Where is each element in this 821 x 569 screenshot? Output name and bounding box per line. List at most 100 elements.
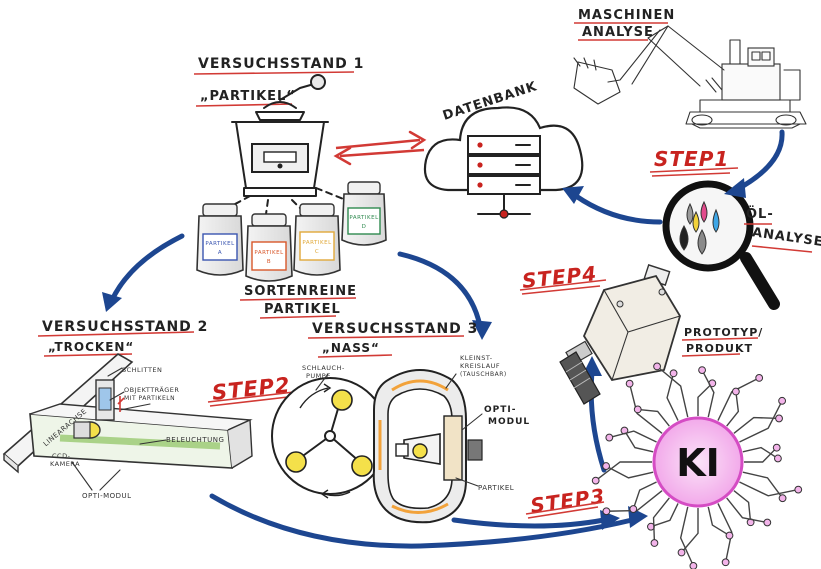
ki-connection — [609, 430, 657, 443]
jars-group — [196, 181, 387, 282]
ki-connection — [707, 506, 730, 537]
arrow-to-versuchsstand3 — [397, 251, 483, 329]
grinder-illustration — [231, 74, 329, 197]
jar-d-label: PARTIKEL D — [349, 215, 379, 230]
ccd-label: CCD- — [52, 452, 71, 460]
ki-endpoint — [605, 433, 614, 442]
dry-setup-illustration — [2, 353, 253, 491]
arrow-v3-to-ki — [451, 517, 607, 529]
kreislauf-label: KREISLAUF — [460, 362, 500, 370]
jar-b — [245, 213, 293, 282]
ki-connection — [742, 471, 784, 499]
database-cloud — [423, 106, 584, 219]
prototyp-label: PROTOTYP/ — [684, 326, 763, 339]
opti-label: OPTI- — [484, 405, 516, 415]
ki-connection — [726, 497, 768, 524]
ki-endpoint — [794, 485, 803, 494]
analyse-label: ANALYSE — [582, 25, 654, 40]
arrow-bottom-to-ki — [209, 493, 635, 549]
ki-endpoint — [725, 531, 734, 540]
ki-endpoint — [763, 518, 772, 527]
jar-label-part: D — [362, 224, 367, 230]
ki-connection — [680, 508, 699, 553]
kleinstkreislauf-label: KLEINST- — [460, 354, 493, 362]
ki-endpoint — [775, 414, 783, 423]
prototype-device — [559, 264, 681, 405]
ki-connection — [733, 490, 752, 523]
schlitten-label: SCHLITTEN — [122, 366, 162, 374]
ki-connection — [726, 391, 740, 427]
objekttraeger-label-2: MIT PARTIKELN — [124, 395, 175, 402]
ki-endpoint — [633, 405, 642, 414]
versuchsstand2-title: VERSUCHSSTAND 2 — [42, 319, 208, 335]
ki-endpoint — [698, 366, 706, 374]
ki-connection — [742, 446, 779, 460]
ki-connection — [632, 481, 657, 510]
jar-label-part: PARTIKEL — [205, 241, 235, 247]
step1-label: STEP1 — [654, 147, 729, 171]
ki-endpoint — [778, 494, 787, 503]
ki-node — [652, 416, 744, 508]
ki-endpoint — [669, 369, 678, 378]
ki-endpoint — [778, 396, 787, 405]
jar-d — [341, 181, 387, 246]
ki-connection — [606, 490, 663, 512]
partikel-small-label: PARTIKEL — [478, 484, 514, 492]
jar-label-part: PARTIKEL — [254, 250, 284, 256]
ki-connection — [739, 400, 783, 443]
ki-connection — [595, 461, 652, 482]
versuchsstand2-subtitle: „TROCKEN“ — [48, 340, 134, 354]
tauschbar-label: (TAUSCHBAR) — [460, 371, 507, 378]
ki-connection — [656, 365, 689, 418]
arrow-oil-to-database — [573, 193, 663, 225]
kamera-label: KAMERA — [50, 460, 80, 468]
produkt-label: PRODUKT — [686, 342, 753, 355]
oil-analysis-magnifier — [662, 180, 780, 310]
arrow-to-versuchsstand2 — [109, 233, 185, 303]
ki-endpoint — [625, 379, 634, 388]
opti-modul-dry-label: OPTI-MODUL — [82, 492, 132, 500]
ki-endpoint — [689, 561, 698, 569]
jar-label-part: A — [218, 250, 222, 256]
modul-label: MODUL — [488, 417, 530, 427]
versuchsstand1-title: VERSUCHSSTAND 1 — [198, 56, 364, 72]
versuchsstand3-title: VERSUCHSSTAND 3 — [312, 321, 478, 337]
ki-connection — [697, 382, 713, 416]
ki-endpoint — [721, 558, 730, 567]
jar-c — [293, 203, 341, 276]
ki-endpoint — [774, 454, 782, 463]
jar-label-part: C — [315, 249, 319, 255]
sortenreine-label: SORTENREINE — [244, 284, 357, 299]
ki-connection — [701, 369, 715, 418]
ki-connection — [652, 497, 670, 544]
ki-endpoint — [731, 387, 740, 396]
ki-endpoint — [677, 548, 686, 557]
ki-connection — [637, 408, 670, 427]
ki-endpoint — [602, 507, 611, 516]
beleuchtung-label: BELEUCHTUNG — [166, 436, 224, 444]
jar-a-label: PARTIKEL A — [205, 241, 235, 256]
schlauchpumpe-label: SCHLAUCH- — [302, 364, 345, 372]
step3-label: STEP3 — [529, 484, 607, 518]
ki-connection — [605, 465, 654, 479]
ki-connection — [717, 503, 733, 563]
objekttraeger-label: OBJEKTTRÄGER — [124, 385, 179, 394]
ki-endpoint — [650, 539, 659, 547]
pumpe-label: PUMPE — [306, 372, 331, 380]
ki-endpoint — [629, 505, 638, 513]
ki-connection — [628, 383, 663, 434]
ki-network — [591, 362, 803, 569]
ki-endpoint — [653, 362, 661, 371]
ki-connection — [623, 430, 654, 453]
jar-label-part: PARTIKEL — [302, 240, 332, 246]
ki-endpoint — [591, 476, 600, 485]
jar-label-part: PARTIKEL — [349, 215, 379, 221]
ki-connection — [739, 481, 799, 497]
ki-endpoint — [755, 373, 764, 382]
ki-connection — [733, 416, 780, 434]
partikel-label: PARTIKEL — [264, 302, 341, 317]
wet-setup-illustration — [271, 369, 483, 524]
ki-endpoint — [602, 462, 610, 470]
